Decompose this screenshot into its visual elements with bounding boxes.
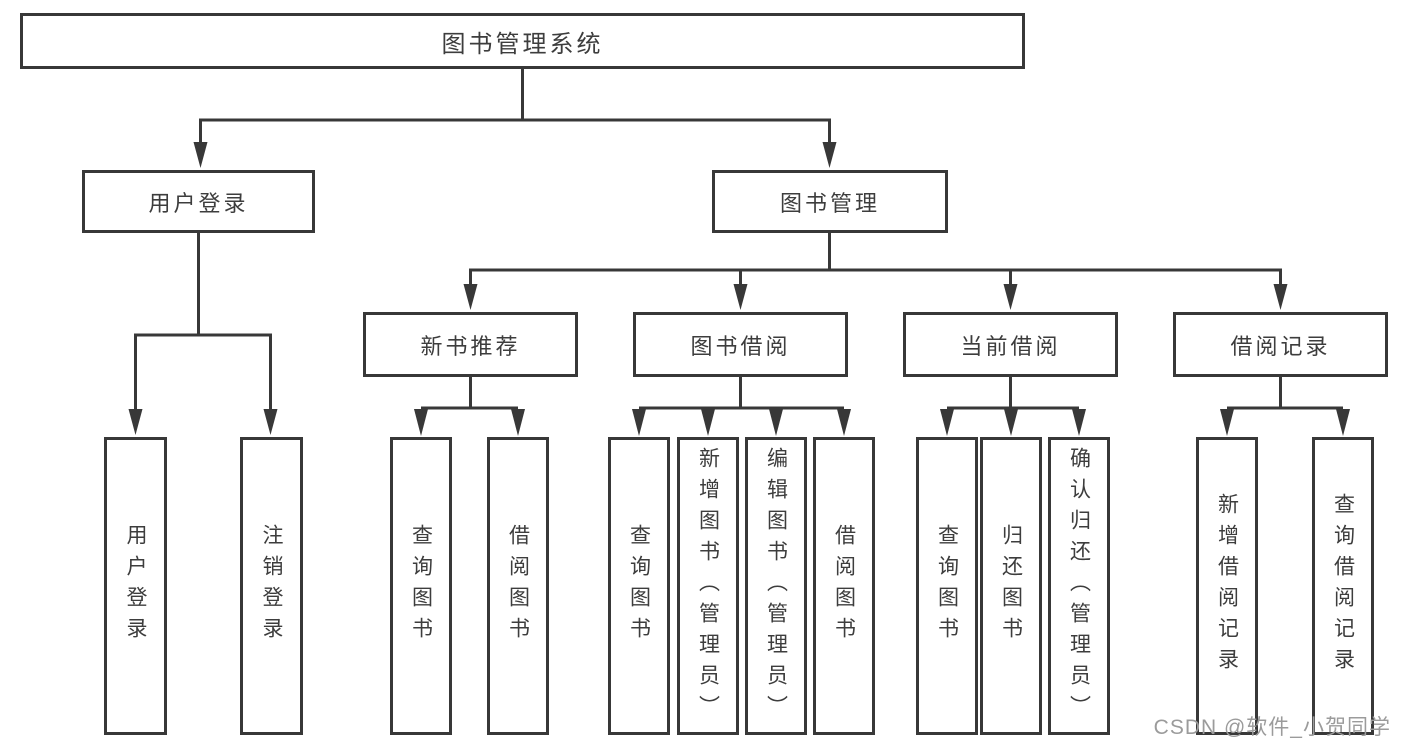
arrowhead-borrow bbox=[733, 284, 748, 310]
arrowhead-bw-edit bbox=[769, 409, 783, 436]
arrowhead-cu-return bbox=[1004, 409, 1018, 436]
leaf-bw-edit-books-admin: 编辑图书（管理员） bbox=[745, 437, 807, 735]
leaf-bw-borrow-books: 借阅图书 bbox=[813, 437, 875, 735]
leaf-nb-borrow-books: 借阅图书 bbox=[487, 437, 549, 735]
node-system-root: 图书管理系统 bbox=[20, 13, 1025, 69]
csdn-watermark: CSDN @软件_小贺同学 bbox=[1153, 716, 1391, 739]
node-user-login: 用户登录 bbox=[82, 170, 315, 233]
arrowhead-new-book bbox=[463, 284, 478, 310]
leaf-rc-add-record: 新增借阅记录 bbox=[1196, 437, 1258, 735]
arrowhead-current bbox=[1003, 284, 1018, 310]
arrowhead-bw-borrow bbox=[837, 409, 851, 436]
leaf-bw-add-books-admin: 新增图书（管理员） bbox=[677, 437, 739, 735]
leaf-cu-confirm-return-admin: 确认归还（管理员） bbox=[1048, 437, 1110, 735]
arrowhead-nb-borrow bbox=[511, 409, 525, 436]
leaf-cu-return-books: 归还图书 bbox=[980, 437, 1042, 735]
arrowhead-cu-query bbox=[940, 409, 954, 436]
arrowhead-records bbox=[1273, 284, 1288, 310]
arrowhead-nb-query bbox=[414, 409, 428, 436]
arrowhead-rc-query bbox=[1336, 409, 1350, 436]
leaf-logout: 注销登录 bbox=[240, 437, 303, 735]
arrowhead-bw-add bbox=[701, 409, 715, 436]
leaf-bw-query-books: 查询图书 bbox=[608, 437, 670, 735]
leaf-cu-query-books: 查询图书 bbox=[916, 437, 978, 735]
leaf-user-login: 用户登录 bbox=[104, 437, 167, 735]
node-new-book-recommend: 新书推荐 bbox=[363, 312, 578, 377]
arrowhead-user-login bbox=[193, 142, 208, 168]
arrowhead-leaf-login bbox=[128, 409, 143, 435]
arrowhead-cu-confirm bbox=[1072, 409, 1086, 436]
leaf-nb-query-books: 查询图书 bbox=[390, 437, 452, 735]
arrowhead-book-mgmt bbox=[822, 142, 837, 168]
leaf-rc-query-record: 查询借阅记录 bbox=[1312, 437, 1374, 735]
arrowhead-bw-query bbox=[632, 409, 646, 436]
node-book-management: 图书管理 bbox=[712, 170, 948, 233]
arrowhead-leaf-logout bbox=[263, 409, 278, 435]
node-book-borrowing: 图书借阅 bbox=[633, 312, 848, 377]
arrowhead-rc-add bbox=[1220, 409, 1234, 436]
node-borrowing-records: 借阅记录 bbox=[1173, 312, 1388, 377]
node-current-borrowing: 当前借阅 bbox=[903, 312, 1118, 377]
